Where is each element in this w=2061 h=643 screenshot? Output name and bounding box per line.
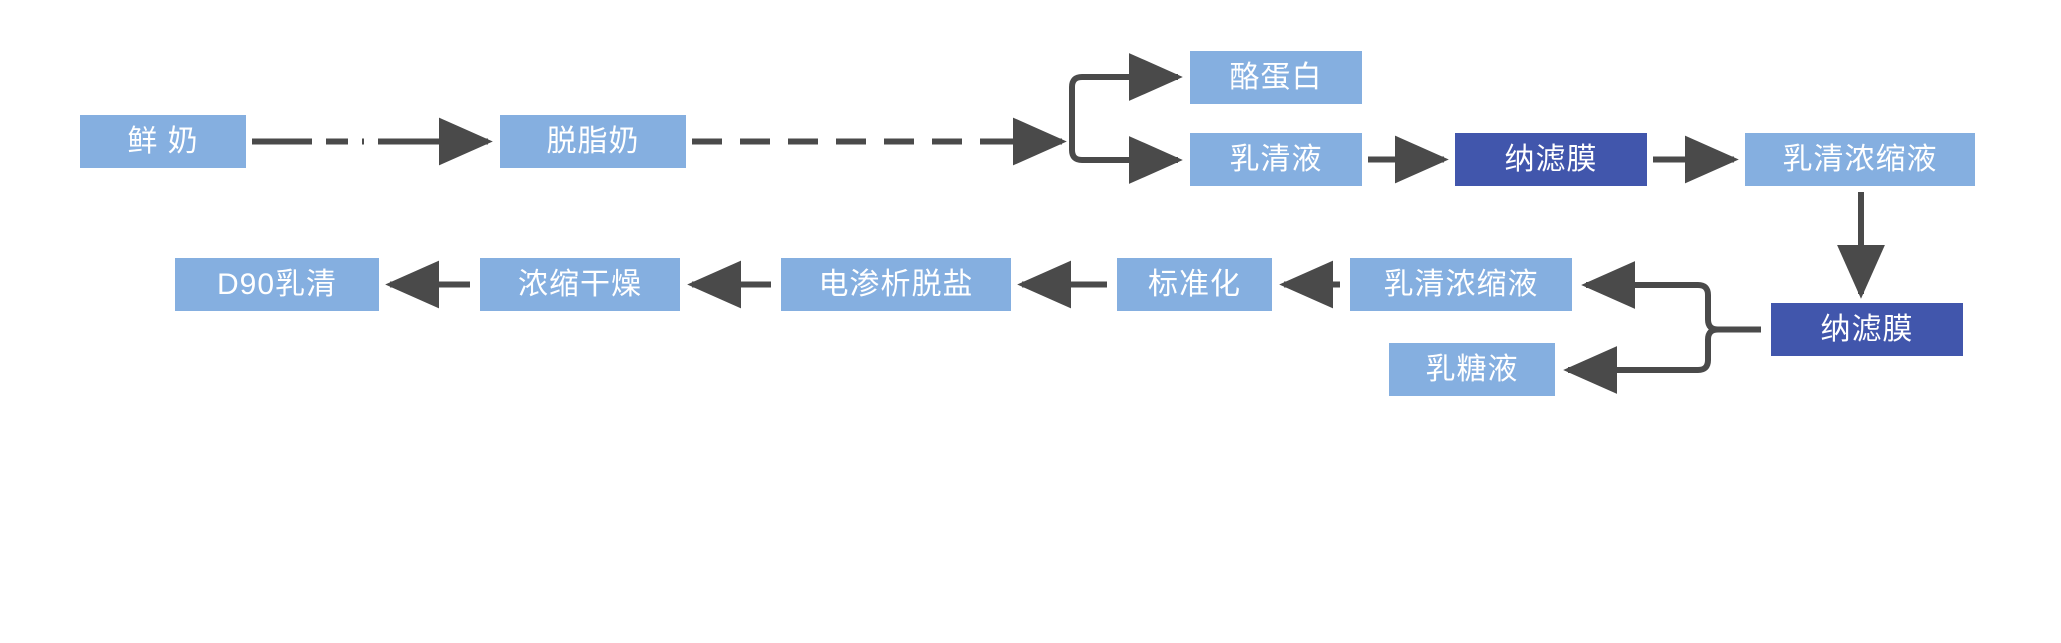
node-lactose-liquid[interactable]: 乳糖液 (1389, 343, 1555, 396)
node-casein[interactable]: 酪蛋白 (1190, 51, 1362, 104)
node-standardization[interactable]: 标准化 (1117, 258, 1272, 311)
connector-split-to-casein (1069, 53, 1183, 142)
node-whey-concentrate-upper[interactable]: 乳清浓缩液 (1745, 133, 1975, 186)
node-d90-whey[interactable]: D90乳清 (175, 258, 379, 311)
node-fresh-milk[interactable]: 鲜 奶 (80, 115, 246, 168)
connector-split-to-whey-liquid (1069, 136, 1183, 184)
node-electrodialysis-desalting[interactable]: 电渗析脱盐 (781, 258, 1011, 311)
connector-nf-2-to-lactose (1563, 326, 1761, 394)
node-nf-membrane-lower[interactable]: 纳滤膜 (1771, 303, 1963, 356)
connector-nf-2-to-whey-conc-2 (1581, 261, 1761, 333)
node-whey-concentrate-lower[interactable]: 乳清浓缩液 (1350, 258, 1572, 311)
node-skim-milk[interactable]: 脱脂奶 (500, 115, 686, 168)
node-nf-membrane-upper[interactable]: 纳滤膜 (1455, 133, 1647, 186)
node-whey-liquid[interactable]: 乳清液 (1190, 133, 1362, 186)
node-concentrate-drying[interactable]: 浓缩干燥 (480, 258, 680, 311)
